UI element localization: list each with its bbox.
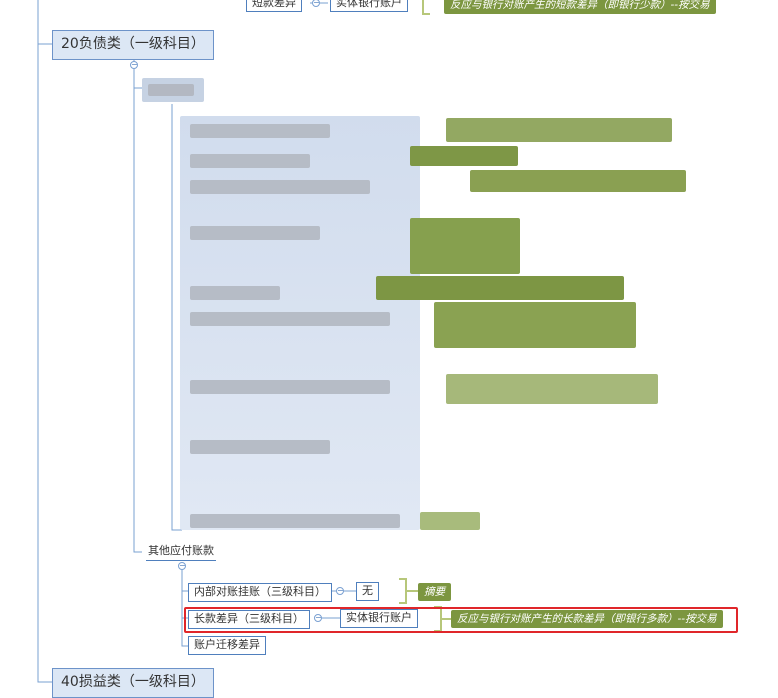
- bank-account-node[interactable]: 实体银行账户: [340, 609, 418, 628]
- none-value-node[interactable]: 无: [356, 582, 379, 601]
- liability-category-node[interactable]: 20负债类（一级科目）: [52, 30, 214, 60]
- other-payables-node[interactable]: 其他应付账款: [146, 543, 216, 561]
- short-diff-node[interactable]: 短款差异: [246, 0, 302, 12]
- collapse-toggle-icon[interactable]: −: [314, 613, 322, 622]
- collapse-toggle-icon[interactable]: −: [178, 561, 186, 570]
- collapse-toggle-icon[interactable]: −: [312, 0, 320, 7]
- long-diff-node[interactable]: 长款差异（三级科目）: [188, 610, 310, 629]
- short-diff-note: 反应与银行对账产生的短款差异（即银行少款）--按交易: [444, 0, 716, 14]
- collapse-toggle-icon[interactable]: −: [130, 60, 138, 69]
- highlight-box: [184, 607, 738, 633]
- pnl-category-node[interactable]: 40损益类（一级科目）: [52, 668, 214, 698]
- long-diff-note: 反应与银行对账产生的长款差异（即银行多款）--按交易: [451, 610, 723, 628]
- summary-note: 摘要: [418, 583, 451, 601]
- collapse-toggle-icon[interactable]: −: [336, 586, 344, 595]
- bank-account-node-top[interactable]: 实体银行账户: [330, 0, 408, 12]
- account-migration-node[interactable]: 账户迁移差异: [188, 636, 266, 655]
- internal-recon-node[interactable]: 内部对账挂账（三级科目）: [188, 583, 332, 602]
